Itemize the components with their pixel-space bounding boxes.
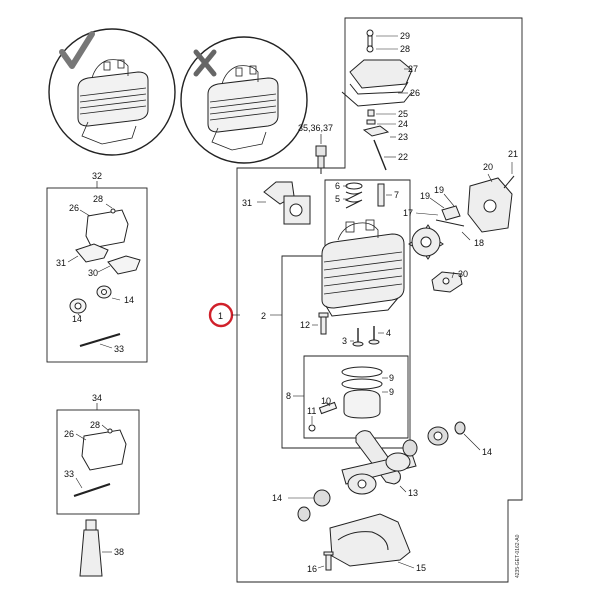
label-29: 29 bbox=[400, 31, 410, 41]
kit-34-label-33: 33 bbox=[64, 469, 74, 479]
bearing-part bbox=[297, 421, 466, 522]
label-3: 3 bbox=[342, 336, 347, 346]
kit-32-label-30: 30 bbox=[88, 268, 98, 278]
kit-32-title: 32 bbox=[92, 171, 102, 181]
label-24: 24 bbox=[398, 119, 408, 129]
check-mark-icon bbox=[59, 31, 95, 69]
label-35-36-37: 35,36,37 bbox=[298, 123, 333, 133]
label-19-right: 19 bbox=[434, 185, 444, 195]
label-12: 12 bbox=[300, 320, 310, 330]
label-30: 30 bbox=[458, 269, 468, 279]
intake-part bbox=[263, 181, 311, 225]
label-9-upper: 9 bbox=[389, 373, 394, 383]
kit-32-label-26: 26 bbox=[69, 203, 79, 213]
kit-32-label-14a: 14 bbox=[124, 295, 134, 305]
label-16: 16 bbox=[307, 564, 317, 574]
label-38: 38 bbox=[114, 547, 124, 557]
label-18: 18 bbox=[474, 238, 484, 248]
piston-part bbox=[308, 366, 383, 432]
leader-lines-top bbox=[376, 35, 412, 158]
label-23: 23 bbox=[398, 132, 408, 142]
label-19-left: 19 bbox=[420, 191, 430, 201]
label-14-right: 14 bbox=[482, 447, 492, 457]
label-1: 1 bbox=[218, 311, 223, 321]
label-26: 26 bbox=[410, 88, 420, 98]
label-21: 21 bbox=[508, 149, 518, 159]
gasket-kit-34-box bbox=[56, 409, 140, 515]
label-8: 8 bbox=[286, 391, 291, 401]
kit-34-label-26: 26 bbox=[64, 429, 74, 439]
label-4: 4 bbox=[386, 328, 391, 338]
label-2: 2 bbox=[261, 311, 266, 321]
label-17: 17 bbox=[403, 208, 413, 218]
valve-cover-part bbox=[341, 29, 413, 171]
kit-32-label-14b: 14 bbox=[72, 314, 82, 324]
kit-32-label-33: 33 bbox=[114, 344, 124, 354]
kit-32-label-31: 31 bbox=[56, 258, 66, 268]
label-27: 27 bbox=[408, 64, 418, 74]
crankshaft-part bbox=[341, 430, 417, 495]
kit-32-label-28: 28 bbox=[93, 194, 103, 204]
label-20: 20 bbox=[483, 162, 493, 172]
label-10: 10 bbox=[321, 396, 331, 406]
crankcase-part bbox=[323, 513, 411, 571]
cylinder-part bbox=[321, 219, 405, 317]
label-9-lower: 9 bbox=[389, 387, 394, 397]
kit-34-parts bbox=[73, 428, 127, 497]
kit-32-parts bbox=[69, 208, 141, 347]
label-5: 5 bbox=[335, 194, 340, 204]
kit-34-label-28: 28 bbox=[90, 420, 100, 430]
kit-34-title: 34 bbox=[92, 393, 102, 403]
label-28: 28 bbox=[400, 44, 410, 54]
sealant-tube-part bbox=[79, 519, 103, 577]
spark-plug-part bbox=[315, 145, 327, 174]
label-25: 25 bbox=[398, 109, 408, 119]
correct-cylinder-illustration bbox=[48, 28, 176, 156]
valve-spring-part bbox=[344, 182, 385, 209]
label-7: 7 bbox=[394, 190, 399, 200]
cross-mark-icon bbox=[193, 49, 217, 77]
label-11: 11 bbox=[307, 406, 316, 416]
label-15: 15 bbox=[416, 563, 426, 573]
label-22: 22 bbox=[398, 152, 408, 162]
label-6: 6 bbox=[335, 181, 340, 191]
label-14-bottom: 14 bbox=[272, 493, 282, 503]
drawing-code: 4235-GET-0162-A0 bbox=[515, 534, 521, 578]
valves-and-bolt bbox=[318, 312, 380, 347]
label-31: 31 bbox=[242, 198, 252, 208]
timing-gear-part bbox=[408, 175, 515, 293]
label-13: 13 bbox=[408, 488, 418, 498]
